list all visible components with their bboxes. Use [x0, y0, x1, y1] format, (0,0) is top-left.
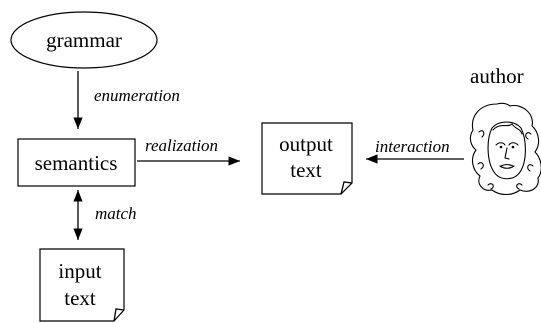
output-text-node: output text	[261, 122, 353, 195]
match-edge: match	[73, 190, 137, 240]
author-label: author	[470, 64, 524, 88]
input-document-fold	[113, 308, 125, 322]
semantics-box	[17, 138, 136, 187]
enumeration-label: enumeration	[94, 86, 180, 105]
semantics-node: semantics	[17, 138, 136, 187]
grammar-node: grammar	[10, 11, 158, 69]
input-text-node: input text	[39, 248, 125, 322]
semantics-label: semantics	[35, 151, 118, 175]
match-label: match	[95, 204, 137, 223]
enumeration-edge: enumeration	[73, 71, 180, 129]
input-document-shape	[39, 248, 125, 322]
input-label-line2: text	[64, 286, 96, 310]
output-document-fold	[340, 181, 353, 195]
grammar-ellipse	[10, 11, 158, 69]
grammar-label: grammar	[46, 28, 122, 52]
realization-edge: realization	[137, 136, 240, 166]
woman-face-icon	[469, 102, 541, 196]
output-label-line2: text	[290, 158, 322, 182]
interaction-label: interaction	[375, 137, 450, 156]
input-label-line1: input	[58, 259, 101, 283]
output-label-line1: output	[279, 132, 333, 156]
author-node: author	[469, 64, 541, 196]
realization-label: realization	[145, 136, 218, 155]
output-document-shape	[261, 122, 353, 195]
interaction-edge: interaction	[366, 137, 464, 164]
